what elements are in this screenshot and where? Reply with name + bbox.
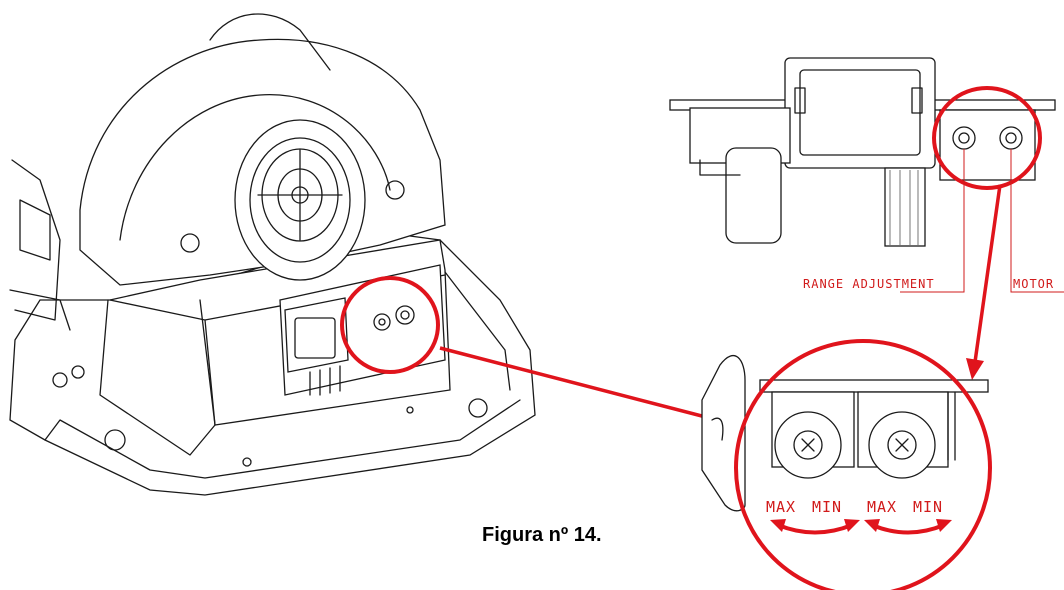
figure-caption: Figura nº 14. [482, 524, 602, 546]
right-pot-max-label: MAX [867, 498, 897, 516]
range-adjustment-label: RANGE ADJUSTMENT [803, 277, 935, 291]
front-view-drawing: RANGE ADJUSTMENT MOTOR [669, 57, 1064, 293]
left-pot-min-label: MIN [812, 498, 842, 516]
highlight-circle-front-view [932, 86, 1042, 190]
detail-highlight-circle [734, 339, 992, 590]
right-rotation-arrow [864, 519, 952, 535]
right-pot-min-label: MIN [913, 498, 943, 516]
detail-magnified-view: MAX MIN MAX MIN [701, 339, 992, 590]
left-pot-max-label: MAX [766, 498, 796, 516]
left-rotation-arrow [770, 519, 860, 535]
device-isometric-drawing [9, 13, 536, 496]
pointer-arrow-front [966, 184, 1002, 380]
motor-label: MOTOR [1013, 277, 1054, 291]
highlight-circle-device [340, 276, 440, 374]
